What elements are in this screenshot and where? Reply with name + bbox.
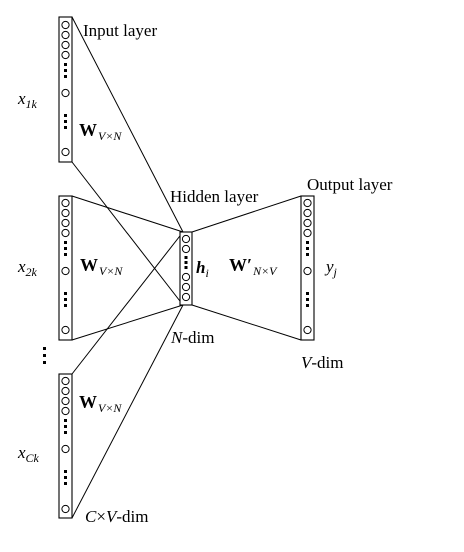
hidden-layer-label: Hidden layer (170, 187, 259, 206)
input-layer-label: Input layer (83, 21, 157, 40)
x1k-label: x1k (17, 89, 38, 111)
input-vector-1 (58, 16, 73, 163)
edge-hidden-top-output (191, 195, 302, 233)
input-vector-c (58, 373, 73, 519)
output-layer-label: Output layer (307, 175, 393, 194)
weight-matrix-label-c: WV×N (79, 392, 122, 415)
cv-dim-label: C×V-dim (85, 507, 148, 526)
edge-input2-top-hidden (71, 195, 184, 233)
edge-input1-bottom-hidden (71, 161, 184, 306)
weight-matrix-label-2: WV×N (80, 255, 123, 278)
edge-input3-top-hidden (71, 231, 184, 375)
weight-matrix-label-1: WV×N (79, 120, 122, 143)
hidden-vector (179, 231, 193, 306)
v-dim-label: V-dim (301, 353, 344, 372)
x2k-label: x2k (17, 257, 38, 279)
more-inputs-ellipsis (43, 347, 46, 364)
input-vector-2 (58, 195, 73, 341)
edge-input2-bottom-hidden (71, 304, 184, 341)
output-vector (300, 195, 315, 341)
n-dim-label: N-dim (170, 328, 214, 347)
output-y-label: yj (324, 257, 338, 279)
edge-input3-bottom-hidden (71, 304, 184, 519)
edge-hidden-bottom-output (191, 304, 302, 341)
connections (71, 16, 302, 519)
output-weight-matrix-label: W′N×V (229, 255, 278, 278)
xck-label: xCk (17, 443, 40, 465)
hidden-h-label: hi (196, 258, 209, 280)
edge-input1-top-hidden (71, 16, 184, 233)
